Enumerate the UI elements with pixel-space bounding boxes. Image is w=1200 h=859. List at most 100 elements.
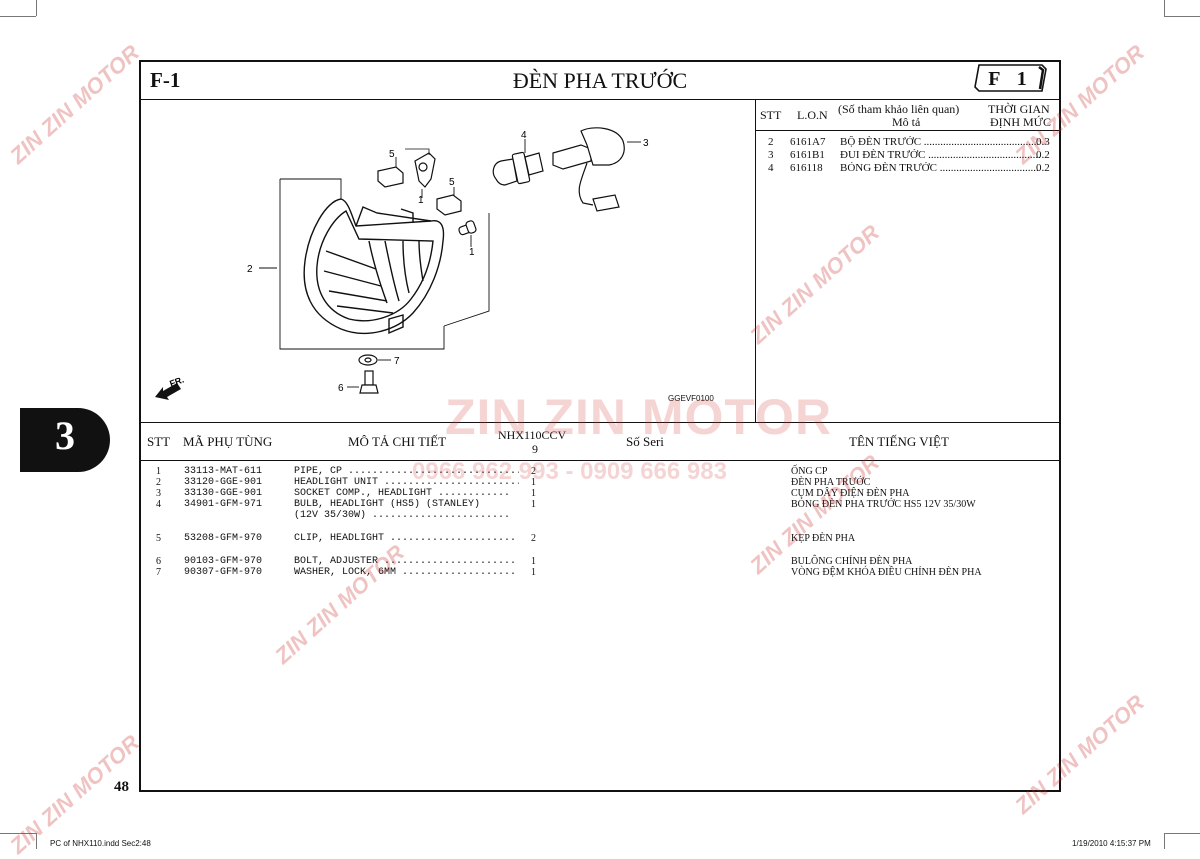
cell-stt: 6 <box>156 556 161 567</box>
col-header-vietnamese-name: TÊN TIẾNG VIỆT <box>849 434 949 449</box>
cell-vietnamese-name: CỤM DÂY ĐIỆN ĐÈN PHA <box>791 488 910 499</box>
crop-mark <box>36 0 37 16</box>
cell-quantity: 2 <box>531 466 536 477</box>
cell-stt: 2 <box>156 477 161 488</box>
crop-mark <box>0 0 36 17</box>
page-number: 48 <box>114 779 129 795</box>
cell-part-no: 90103-GFM-970 <box>184 556 263 567</box>
cell-description: WASHER, LOCK, 6MM ................... <box>294 567 517 578</box>
reference-table-header-rule <box>755 130 1061 131</box>
callout-1: 1 <box>469 247 475 258</box>
ref-cell-stt: 3 <box>768 149 774 161</box>
cell-stt: 4 <box>156 499 161 510</box>
cell-vietnamese-name: VÒNG ĐỆM KHÓA ĐIỀU CHỈNH ĐÈN PHA <box>791 567 982 578</box>
crop-mark <box>1164 833 1165 849</box>
callout-1: 1 <box>418 195 424 206</box>
cell-part-no: 33130-GGE-901 <box>184 488 263 499</box>
diagram-code: GGEVF0100 <box>668 394 714 403</box>
crop-mark <box>1164 833 1200 834</box>
ref-row: 4 616118 BÓNG ĐÈN TRƯỚC ................… <box>760 162 1056 176</box>
col-header-model: 9 <box>532 442 538 456</box>
callout-4: 4 <box>521 130 527 141</box>
ref-row: 3 6161B1 ĐUI ĐÈN TRƯỚC .................… <box>760 149 1056 163</box>
table-row: (12V 35/30W) ....................... <box>141 510 1059 522</box>
ref-cell-stt: 2 <box>768 136 774 148</box>
ref-header-stt: STT <box>760 108 782 122</box>
cell-quantity: 1 <box>531 499 536 510</box>
crop-mark <box>1164 0 1200 17</box>
table-row: 6 90103-GFM-970 BOLT, ADJUSTER .........… <box>141 556 1059 568</box>
cell-vietnamese-name: ĐÈN PHA TRƯỚC <box>791 477 871 488</box>
col-header-part-no: MÃ PHỤ TÙNG <box>183 434 273 449</box>
front-direction-arrow-icon: FR. <box>155 375 185 400</box>
callout-5: 5 <box>449 177 455 188</box>
cell-description: (12V 35/30W) ....................... <box>294 510 511 521</box>
washer-drawing <box>358 354 378 366</box>
cell-quantity: 1 <box>531 567 536 578</box>
pipe-clip-drawing <box>414 152 436 188</box>
table-row: 2 33120-GGE-901 HEADLIGHT UNIT .........… <box>141 477 1059 489</box>
footer-timestamp: 1/19/2010 4:15:37 PM <box>1072 839 1151 848</box>
callout-2: 2 <box>247 264 253 275</box>
ref-header-time: ĐỊNH MỨC <box>990 115 1051 129</box>
col-header-description: MÔ TẢ CHI TIẾT <box>348 434 447 449</box>
cell-stt: 5 <box>156 533 161 544</box>
socket-harness-drawing <box>552 127 625 212</box>
cell-quantity: 2 <box>531 533 536 544</box>
callout-3: 3 <box>643 138 649 149</box>
bolt-drawing <box>359 370 379 394</box>
crop-mark <box>0 833 36 834</box>
pipe-cp-drawing <box>458 220 477 236</box>
cell-description: CLIP, HEADLIGHT ..................... <box>294 533 517 544</box>
cell-vietnamese-name: ỐNG CP <box>791 466 828 477</box>
cell-description: PIPE, CP ............................. <box>294 466 519 477</box>
section-number: 3 <box>55 413 75 458</box>
ref-cell-lon: 616118 <box>790 162 823 174</box>
reference-column-divider <box>755 99 756 422</box>
cell-stt: 1 <box>156 466 161 477</box>
ref-cell-lon: 6161B1 <box>790 149 825 161</box>
ref-header-desc: (Số tham khảo liên quan) <box>838 102 960 116</box>
clip-drawing <box>377 166 462 216</box>
table-row: 5 53208-GFM-970 CLIP, HEADLIGHT ........… <box>141 533 1059 545</box>
footer-file-info: PC of NHX110.indd Sec2:48 <box>50 839 151 848</box>
ref-row: 2 6161A7 BỘ ĐÈN TRƯỚC ..................… <box>760 136 1056 150</box>
cell-quantity: 1 <box>531 488 536 499</box>
cell-part-no: 33120-GGE-901 <box>184 477 263 488</box>
cell-part-no: 33113-MAT-611 <box>184 466 263 477</box>
ref-cell-desc: BÓNG ĐÈN TRƯỚC .........................… <box>840 162 1040 174</box>
page-code: F-1 <box>150 68 181 92</box>
col-header-stt: STT <box>147 434 171 449</box>
code-badge-frame <box>974 64 1047 92</box>
cell-description: BOLT, ADJUSTER ...................... <box>294 556 517 567</box>
parts-table-header-rule <box>139 460 1061 461</box>
headlight-unit-drawing <box>303 198 445 335</box>
cell-part-no: 90307-GFM-970 <box>184 567 263 578</box>
callout-6: 6 <box>338 383 344 394</box>
cell-vietnamese-name: BÓNG ĐÈN PHA TRƯỚC HS5 12V 35/30W <box>791 499 976 510</box>
ref-header-desc: Mô tả <box>892 115 921 129</box>
callout-7: 7 <box>394 356 400 367</box>
crop-mark <box>36 833 37 849</box>
table-row: 1 33113-MAT-611 PIPE, CP ...............… <box>141 466 1059 478</box>
cell-vietnamese-name: BULÔNG CHỈNH ĐÈN PHA <box>791 556 913 567</box>
col-header-model: NHX110CCV <box>498 428 567 442</box>
code-badge: F 1 <box>988 68 1033 90</box>
crop-mark <box>1164 0 1165 16</box>
front-marker-label: FR. <box>168 375 185 389</box>
ref-cell-stt: 4 <box>768 162 774 174</box>
cell-description: SOCKET COMP., HEADLIGHT ............ <box>294 488 511 499</box>
cell-part-no: 34901-GFM-971 <box>184 499 263 510</box>
cell-quantity: 1 <box>531 477 536 488</box>
table-row: 4 34901-GFM-971 BULB, HEADLIGHT (HS5) (S… <box>141 499 1059 511</box>
cell-stt: 3 <box>156 488 161 499</box>
cell-description: HEADLIGHT UNIT ....................... <box>294 477 519 488</box>
cell-vietnamese-name: KẸP ĐÈN PHA <box>791 533 856 544</box>
cell-quantity: 1 <box>531 556 536 567</box>
leader-line <box>405 148 430 155</box>
ref-cell-lon: 6161A7 <box>790 136 826 148</box>
watermark-brand: ZIN ZIN MOTOR <box>5 39 145 169</box>
ref-cell-time: 0.2 <box>1036 162 1050 174</box>
table-row: 3 33130-GGE-901 SOCKET COMP., HEADLIGHT … <box>141 488 1059 500</box>
ref-header-lon: L.O.N <box>797 108 828 122</box>
